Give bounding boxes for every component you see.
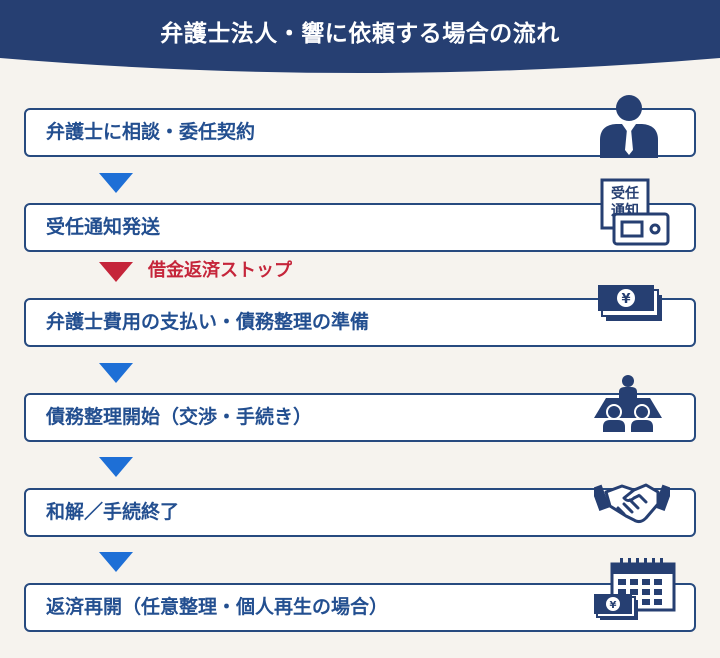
lawyer-icon [600, 95, 658, 158]
flow-step-notice: 受任通知発送 [24, 203, 696, 252]
step-label: 債務整理開始（交渉・手続き） [46, 406, 313, 428]
step-label: 受任通知発送 [46, 216, 161, 238]
flow-arrow [99, 363, 133, 383]
flow-step-fee-payment: 弁護士費用の支払い・債務整理の準備 [24, 298, 696, 347]
calendar-money-icon: ¥ [594, 558, 676, 620]
flow-step-repayment-resume: 返済再開（任意整理・個人再生の場合） [24, 583, 696, 632]
flow-step-consultation: 弁護士に相談・委任契約 [24, 108, 696, 157]
flow-arrow [99, 552, 133, 572]
handshake-icon [594, 483, 670, 524]
step-label: 弁護士に相談・委任契約 [46, 121, 256, 143]
flow-step-debt-settlement-start: 債務整理開始（交渉・手続き） [24, 393, 696, 442]
header-banner: 弁護士法人・響に依頼する場合の流れ [0, 0, 720, 75]
flow-arrow [99, 457, 133, 477]
notice-card-text-line1: 受任 [611, 185, 639, 202]
header-banner-shape [0, 0, 720, 73]
yen-symbol: ¥ [621, 292, 630, 307]
page-title: 弁護士法人・響に依頼する場合の流れ [160, 21, 560, 47]
step-label: 和解／手続終了 [46, 501, 180, 523]
step-label: 弁護士費用の支払い・債務整理の準備 [46, 311, 370, 333]
notice-card-icon: 受任 通知 [600, 178, 670, 246]
step-label: 返済再開（任意整理・個人再生の場合） [46, 596, 389, 618]
yen-bills-icon: ¥ [598, 285, 662, 321]
flow-arrow-stop [99, 262, 133, 282]
debt-repayment-stop-note: 借金返済ストップ [148, 260, 292, 281]
flow-arrow [99, 173, 133, 193]
meeting-icon [594, 375, 662, 434]
flow-step-settlement-complete: 和解／手続終了 [24, 488, 696, 537]
yen-symbol: ¥ [610, 600, 617, 611]
